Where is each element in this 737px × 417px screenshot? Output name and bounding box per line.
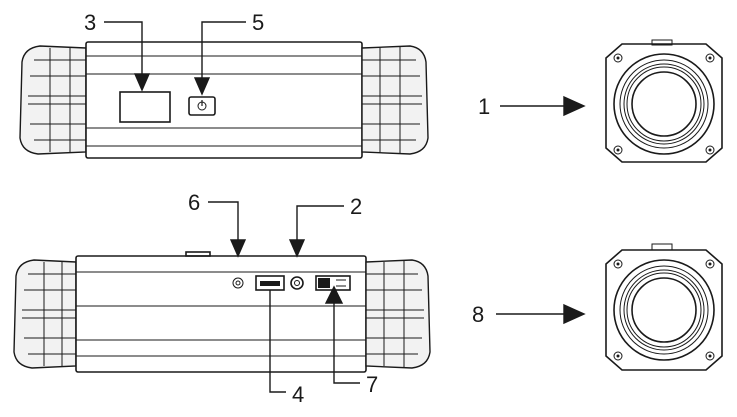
right-end-cap-bottom bbox=[365, 259, 431, 369]
lens-icon bbox=[631, 71, 697, 137]
left-end-cap bbox=[19, 45, 87, 155]
power-button bbox=[188, 96, 216, 116]
side-main-body bbox=[75, 255, 367, 373]
power-icon bbox=[197, 100, 207, 111]
top-shutter-bump bbox=[185, 251, 211, 257]
camera-top-view bbox=[19, 41, 429, 159]
callout-leaders bbox=[104, 21, 586, 393]
lcd-screen bbox=[119, 91, 171, 123]
callout-5: 5 bbox=[252, 10, 264, 35]
screw-icon bbox=[613, 53, 715, 155]
callout-1: 1 bbox=[478, 94, 490, 119]
callout-6: 6 bbox=[188, 190, 200, 215]
callout-4: 4 bbox=[292, 382, 304, 407]
callout-3: 3 bbox=[84, 10, 96, 35]
left-end-cap-bottom bbox=[13, 259, 77, 369]
camera-side-view bbox=[13, 251, 431, 373]
microphone-hole-icon bbox=[232, 277, 244, 289]
callout-2: 2 bbox=[350, 194, 362, 219]
right-end-cap bbox=[361, 45, 429, 155]
left-knurl-lines-bottom bbox=[22, 261, 76, 367]
audio-jack-icon bbox=[290, 276, 304, 290]
left-knurl-lines bbox=[28, 47, 86, 153]
lens-front-view-2 bbox=[605, 243, 723, 371]
top-main-body bbox=[85, 41, 363, 159]
callout-7: 7 bbox=[366, 372, 378, 397]
lens-front-view-1 bbox=[605, 39, 723, 163]
right-knurl-lines bbox=[362, 47, 422, 153]
right-knurl-lines-bottom bbox=[366, 261, 424, 367]
callout-8: 8 bbox=[472, 302, 484, 327]
